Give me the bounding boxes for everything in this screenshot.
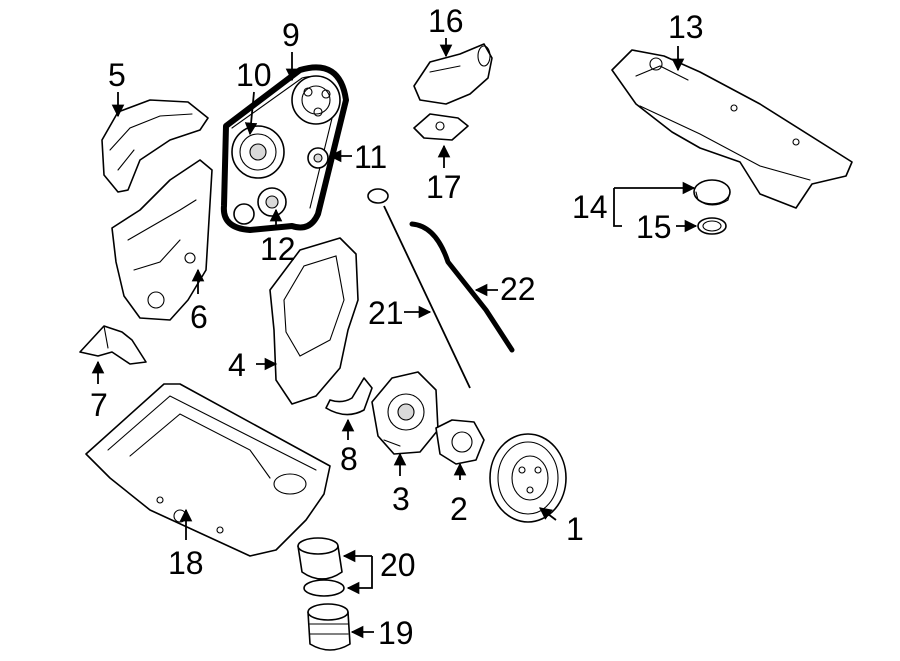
callout-12: 12 [260,231,296,267]
part-16-vacuum-pump [413,43,493,105]
part-14-filler-cap [693,179,731,206]
part-12-crankshaft-sprocket [233,187,287,225]
part-18-oil-pan [85,383,331,557]
part-2-pump-rotor [435,419,485,465]
part-20-oil-filter [297,537,345,597]
callout-10: 10 [236,57,272,93]
part-15-seal-ring [697,217,727,235]
callout-18: 18 [168,545,204,581]
leader-lines [91,38,698,639]
part-22-dipstick-tube [409,221,515,353]
callout-11: 11 [354,139,387,175]
callout-3: 3 [392,481,410,517]
callout-16: 16 [428,3,464,39]
callout-22: 22 [500,271,536,307]
part-10-camshaft-sprocket [231,125,285,179]
part-11-tensioner-roller [307,147,329,169]
callout-5: 5 [108,57,126,93]
part-5-upper-timing-cover [101,99,209,193]
callout-9: 9 [282,17,300,53]
part-6-inner-timing-cover [111,159,213,321]
callout-21: 21 [368,295,404,331]
callout-4: 4 [228,347,246,383]
part-4-lower-cover [269,237,359,405]
callout-14: 14 [572,189,608,225]
part-17-gasket [413,113,469,141]
part-7-bracket [79,325,147,365]
part-1-crankshaft-pulley [489,433,567,523]
part-8-seal [325,377,373,416]
part-3-oil-pump-housing [371,371,439,455]
idler-pulley-upper [291,75,341,125]
callout-15: 15 [636,209,672,245]
callout-13: 13 [668,9,704,45]
part-21-dipstick [367,188,471,389]
callout-7: 7 [90,387,108,423]
callout-20: 20 [380,547,416,583]
callout-6: 6 [190,299,208,335]
callout-1: 1 [566,511,584,547]
part-19-filter-cap [307,603,351,651]
callout-17: 17 [426,169,462,205]
part-13-engine-cover [611,49,853,209]
callout-2: 2 [450,491,468,527]
callout-19: 19 [378,615,414,651]
callout-8: 8 [340,441,358,477]
